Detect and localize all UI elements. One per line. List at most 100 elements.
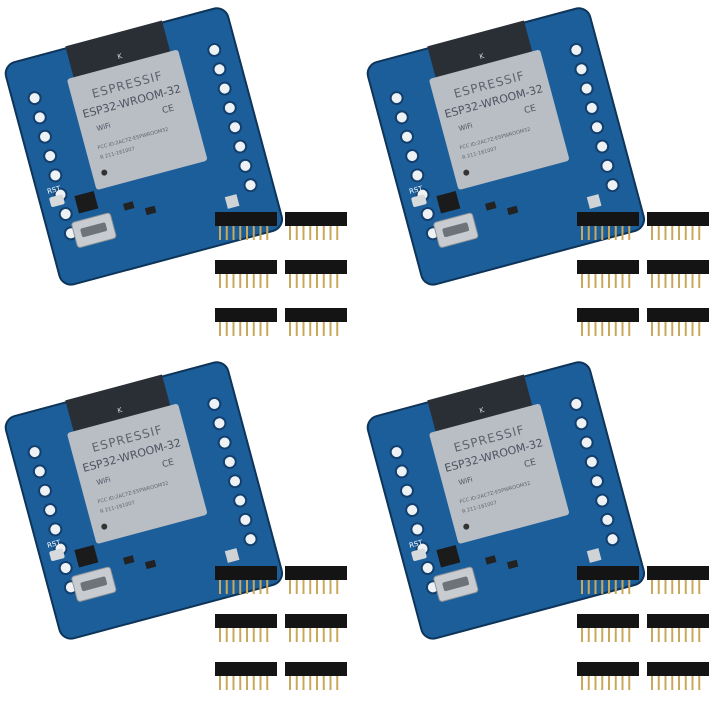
header-pin	[316, 674, 318, 690]
led-component	[224, 194, 240, 209]
header-strip	[215, 662, 277, 690]
header-pin	[259, 578, 262, 594]
pin-hole	[238, 158, 253, 173]
header-pin	[671, 578, 674, 594]
right-pin-row	[569, 396, 620, 547]
header-pin	[322, 626, 325, 642]
header-pin	[608, 224, 610, 240]
product-panel: K ESPRESSIF ESP32-WROOM-32 WiFi CE FCC I…	[362, 354, 720, 704]
rst-label: RST	[408, 538, 424, 549]
header-pin	[657, 674, 660, 690]
pin-hole	[48, 522, 63, 537]
pin-hole	[579, 81, 594, 96]
header-pin	[329, 272, 332, 288]
rf-shield	[67, 404, 207, 544]
header-pin	[316, 578, 318, 594]
antenna-mark-text: K	[117, 406, 124, 415]
header-pin	[614, 320, 617, 336]
rst-label: RST	[408, 184, 424, 195]
pin-hole	[27, 445, 42, 460]
header-pin	[594, 320, 597, 336]
smd-component	[485, 201, 497, 211]
header-strip	[215, 566, 277, 594]
pin-hole	[590, 120, 605, 135]
header-pin	[246, 320, 248, 336]
header-pin	[252, 626, 255, 642]
header-pin	[657, 626, 660, 642]
header-body	[215, 260, 277, 274]
header-pin	[594, 578, 597, 594]
pin-hole	[584, 100, 599, 115]
header-strip	[577, 662, 639, 690]
pin-hole	[212, 62, 227, 77]
left-pin-row	[27, 445, 78, 595]
header-pin	[678, 272, 680, 288]
header-pin	[225, 674, 228, 690]
pin-hole	[58, 561, 73, 576]
rst-label: RST	[46, 538, 62, 549]
pin-hole	[399, 129, 414, 144]
pin-headers	[577, 566, 709, 690]
pin-hole	[595, 139, 610, 154]
header-pin	[587, 626, 590, 642]
pin-hole	[584, 454, 599, 469]
header-strip	[647, 308, 709, 336]
header-body	[285, 212, 347, 226]
header-pin	[657, 272, 660, 288]
pin-hole	[410, 522, 425, 537]
header-pin	[329, 224, 332, 240]
smd-component	[144, 559, 157, 570]
antenna-mark-text: K	[479, 52, 486, 61]
pin-hole	[58, 207, 73, 222]
pin-hole	[207, 42, 222, 57]
header-pin	[302, 674, 305, 690]
header-pin	[266, 674, 269, 690]
header-strip	[285, 614, 347, 642]
pin-hole	[228, 474, 243, 489]
usb-opening	[442, 222, 470, 238]
left-pin-row	[27, 91, 78, 241]
pin-hole	[222, 454, 237, 469]
pin-hole	[233, 139, 248, 154]
pin-hole	[37, 129, 52, 144]
header-body	[215, 662, 277, 676]
header-pin	[336, 272, 339, 288]
header-pin	[246, 224, 248, 240]
header-pin	[302, 626, 305, 642]
right-pin-row	[207, 396, 258, 547]
ce-mark: CE	[523, 457, 537, 470]
header-pin	[232, 224, 235, 240]
smd-component	[123, 555, 135, 565]
header-pin	[246, 272, 248, 288]
antenna-area	[427, 374, 535, 440]
header-pin	[614, 578, 617, 594]
reset-button	[49, 548, 65, 561]
pin-hole	[212, 416, 227, 431]
product-illustration: K ESPRESSIF ESP32-WROOM-32 WiFi CE FCC I…	[366, 361, 709, 690]
header-pin	[316, 626, 318, 642]
pin-hole	[399, 483, 414, 498]
antenna-area	[427, 20, 535, 86]
pin-hole	[394, 110, 409, 125]
header-pin	[628, 272, 631, 288]
product-panel: K ESPRESSIF ESP32-WROOM-32 WiFi CE FCC I…	[0, 0, 360, 350]
product-panel: K ESPRESSIF ESP32-WROOM-32 WiFi CE FCC I…	[362, 0, 720, 350]
ce-mark: CE	[161, 103, 175, 116]
pcb-board: K ESPRESSIF ESP32-WROOM-32 WiFi CE FCC I…	[366, 7, 646, 286]
header-strip	[285, 212, 347, 240]
header-strip	[647, 662, 709, 690]
header-pin	[289, 272, 291, 288]
pin1-dot	[101, 523, 108, 530]
wifi-badge: WiFi	[458, 122, 474, 133]
pin-hole	[405, 503, 420, 518]
header-pin	[239, 320, 242, 336]
header-body	[577, 566, 639, 580]
header-pin	[232, 674, 235, 690]
header-pin	[329, 578, 332, 594]
header-pin	[239, 578, 242, 594]
header-pin	[594, 272, 597, 288]
pin-hole	[405, 149, 420, 164]
header-body	[285, 260, 347, 274]
pcb-board: K ESPRESSIF ESP32-WROOM-32 WiFi CE FCC I…	[4, 361, 284, 640]
header-pin	[295, 578, 298, 594]
